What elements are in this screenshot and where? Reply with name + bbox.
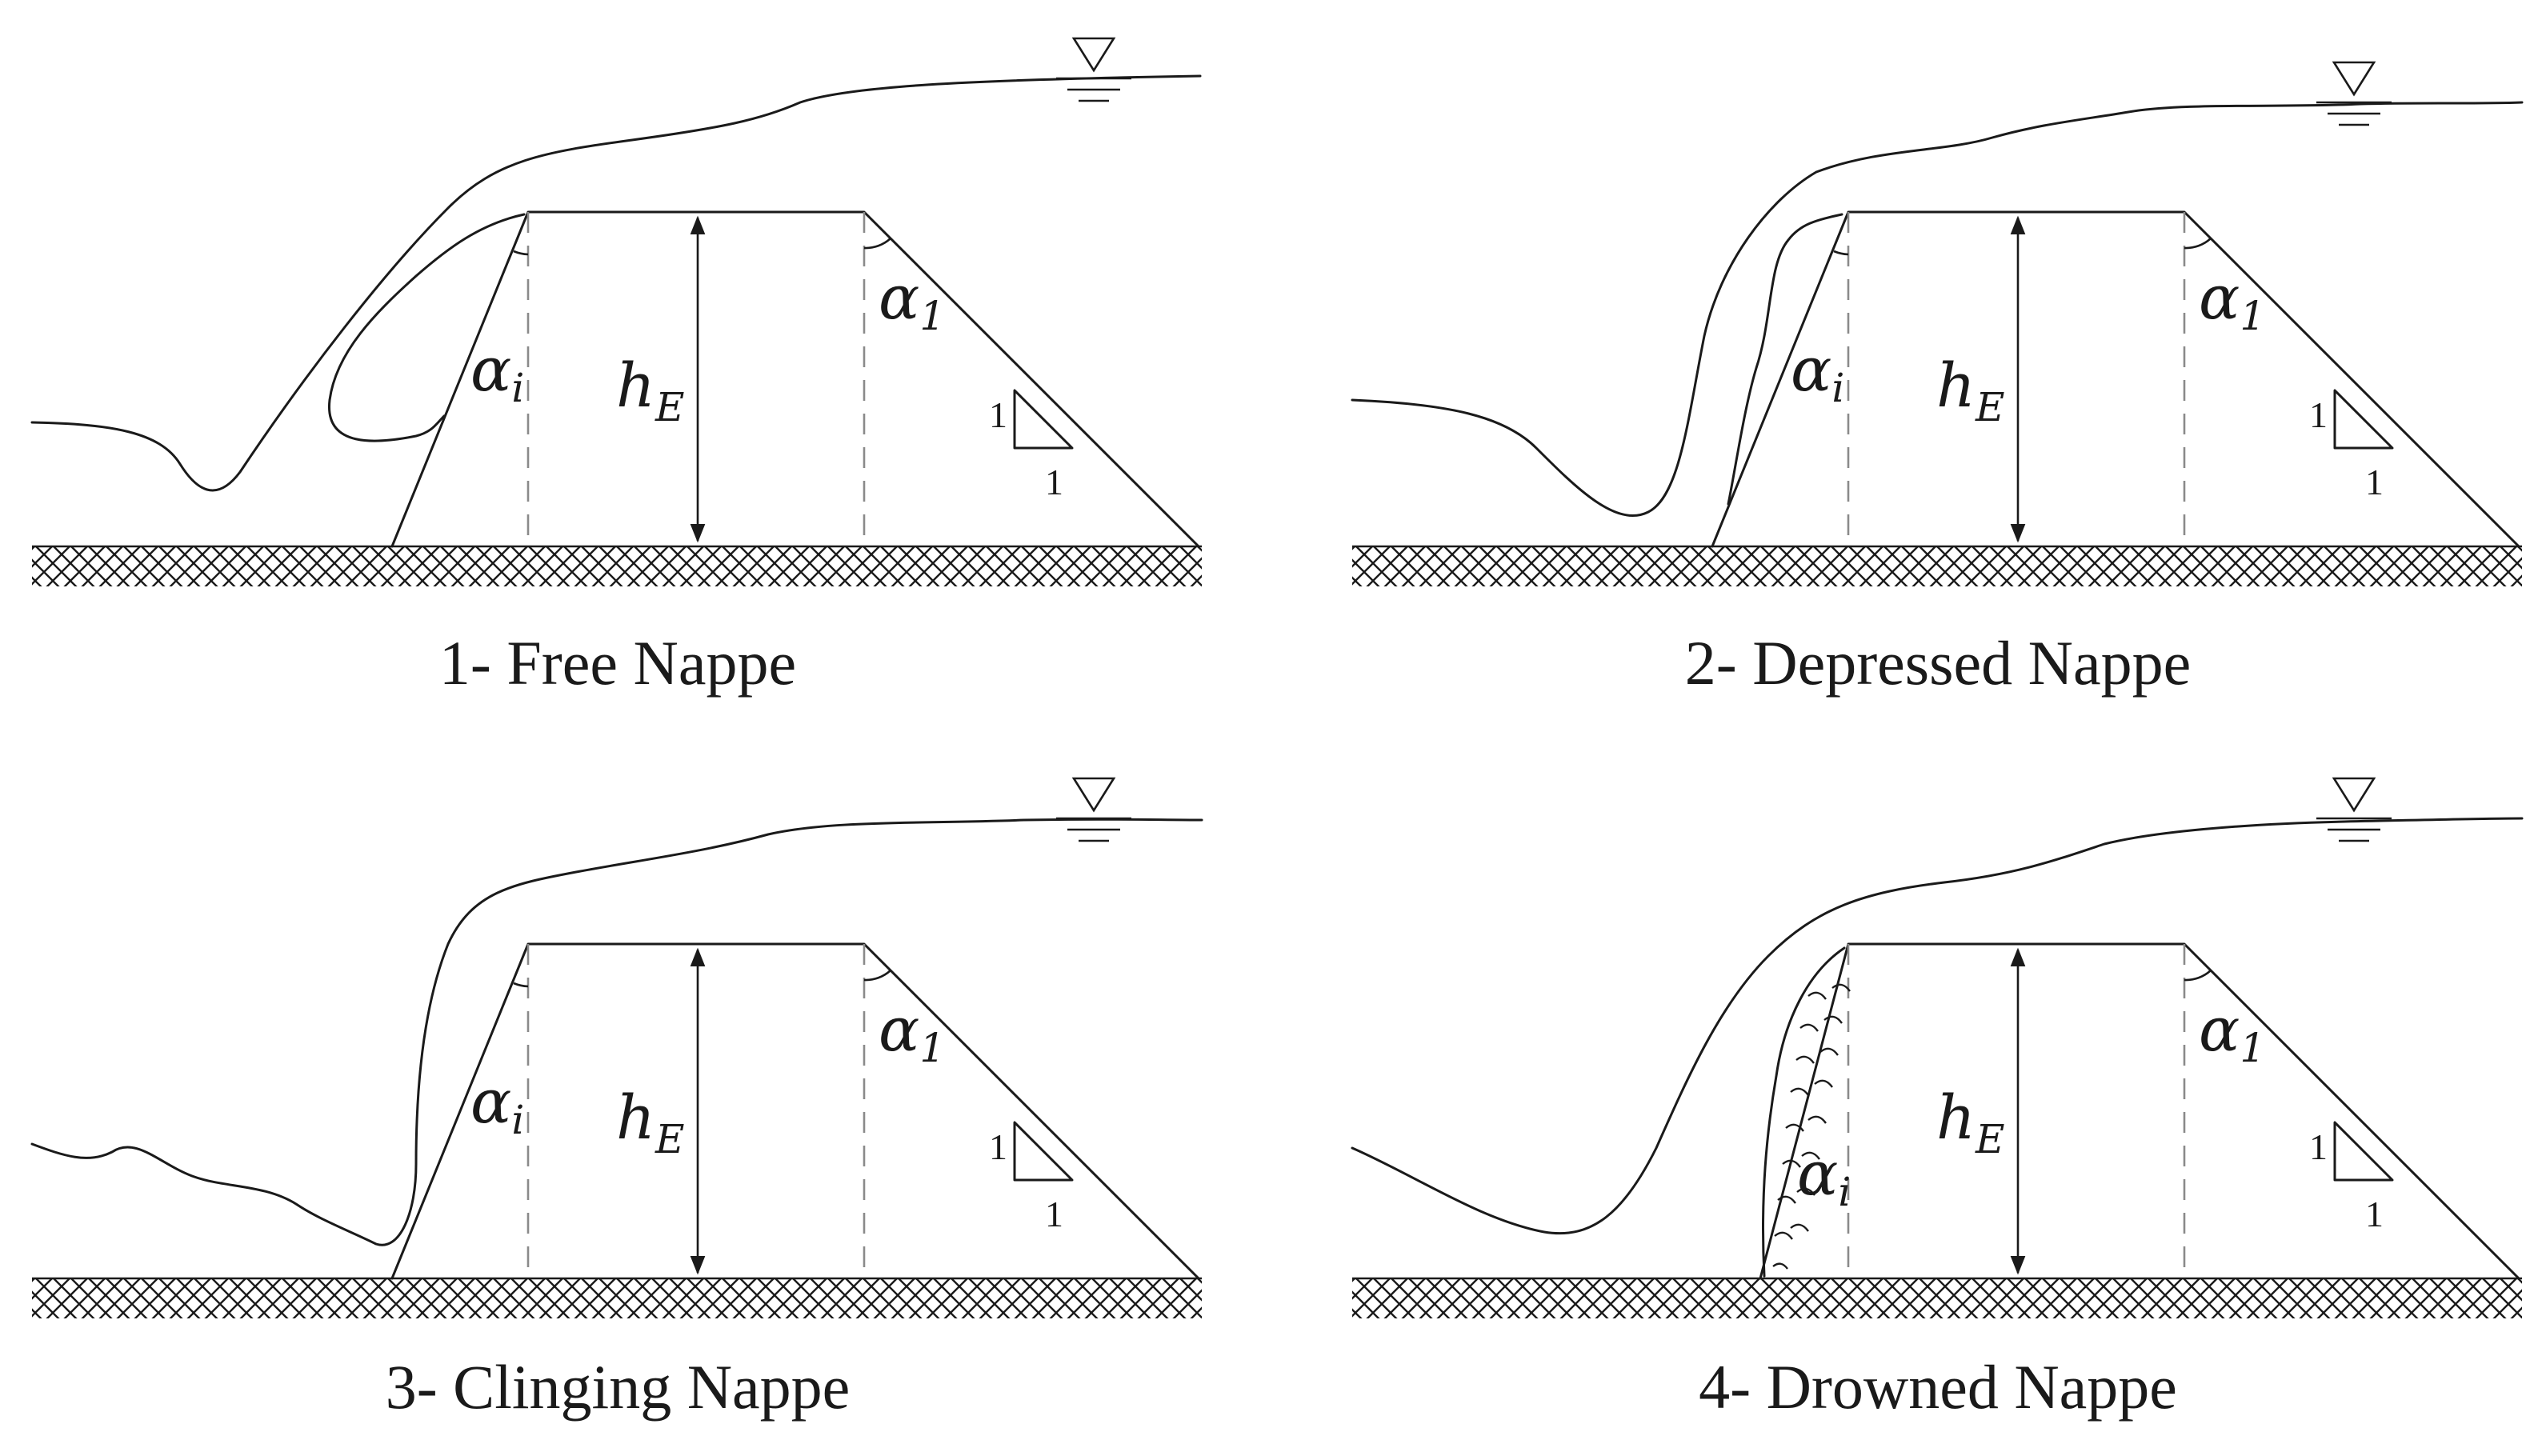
water-surface-upper — [1351, 101, 2524, 517]
panel-free-nappe: 1 1 αi hE α1 1- Free Nappe — [30, 37, 1202, 698]
angle-arc-upstream — [513, 982, 529, 988]
angle-arc-upstream — [513, 250, 529, 256]
slope-rise-label: 1 — [989, 394, 1007, 435]
water-surface-upper — [1351, 817, 2524, 1235]
nappe-lower-surface — [1727, 213, 1843, 506]
roller-boundary — [1761, 946, 1846, 1278]
embankment-profile — [1711, 210, 2520, 548]
slope-run-label: 1 — [2365, 462, 2384, 502]
water-level-icon — [1056, 37, 1131, 102]
alpha-i-label: αi — [1791, 334, 1844, 411]
panel-caption: 4- Drowned Nappe — [1699, 1352, 2177, 1422]
angle-arc-downstream — [2184, 238, 2212, 250]
height-label: hE — [616, 350, 684, 430]
slope-rise-label: 1 — [2309, 394, 2328, 435]
water-surface-upper — [30, 74, 1202, 492]
ground-bed — [32, 546, 1202, 586]
embankment-profile — [1759, 942, 2520, 1280]
embankment-profile — [390, 210, 1200, 548]
slope-indicator: 1 1 — [989, 1121, 1074, 1234]
panel-drowned-nappe: 1 1 αi hE α1 4- Drowned Nappe — [1351, 777, 2524, 1422]
alpha-i-label: αi — [1797, 1138, 1851, 1215]
height-label: hE — [1936, 1082, 2004, 1162]
water-level-icon — [1056, 777, 1131, 842]
water-surface-upper — [30, 818, 1203, 1246]
slope-indicator: 1 1 — [2309, 389, 2394, 502]
alpha-1-label: α1 — [2199, 262, 2265, 339]
angle-arc-downstream — [863, 970, 891, 982]
slope-run-label: 1 — [1045, 462, 1063, 502]
water-level-icon — [2316, 61, 2392, 126]
slope-run-label: 1 — [1045, 1194, 1063, 1234]
water-level-icon — [2316, 777, 2392, 842]
height-label: hE — [616, 1082, 684, 1162]
alpha-1-label: α1 — [2199, 994, 2265, 1071]
slope-indicator: 1 1 — [989, 389, 1074, 502]
slope-run-label: 1 — [2365, 1194, 2384, 1234]
ground-bed — [32, 1278, 1202, 1318]
ground-bed — [1352, 1278, 2522, 1318]
roller-eddies — [1772, 983, 1851, 1270]
alpha-i-label: αi — [470, 1066, 524, 1143]
slope-rise-label: 1 — [989, 1126, 1007, 1167]
height-label: hE — [1936, 350, 2004, 430]
alpha-1-label: α1 — [879, 262, 945, 339]
panel-depressed-nappe: 1 1 αi hE α1 2- Depressed Nappe — [1351, 61, 2524, 698]
panel-caption: 2- Depressed Nappe — [1685, 628, 2191, 698]
alpha-1-label: α1 — [879, 994, 945, 1071]
embankment-profile — [390, 942, 1200, 1280]
angle-arc-downstream — [2184, 970, 2212, 982]
angle-arc-upstream — [1833, 250, 1849, 256]
panel-caption: 3- Clinging Nappe — [386, 1352, 851, 1422]
panel-caption: 1- Free Nappe — [439, 628, 796, 698]
ground-bed — [1352, 546, 2522, 586]
panel-clinging-nappe: 1 1 αi hE α1 3- Clinging Nappe — [30, 777, 1203, 1422]
angle-arc-downstream — [863, 238, 891, 250]
nappe-lower-surface — [328, 213, 526, 442]
slope-indicator: 1 1 — [2309, 1121, 2394, 1234]
slope-rise-label: 1 — [2309, 1126, 2328, 1167]
alpha-i-label: αi — [470, 334, 524, 411]
